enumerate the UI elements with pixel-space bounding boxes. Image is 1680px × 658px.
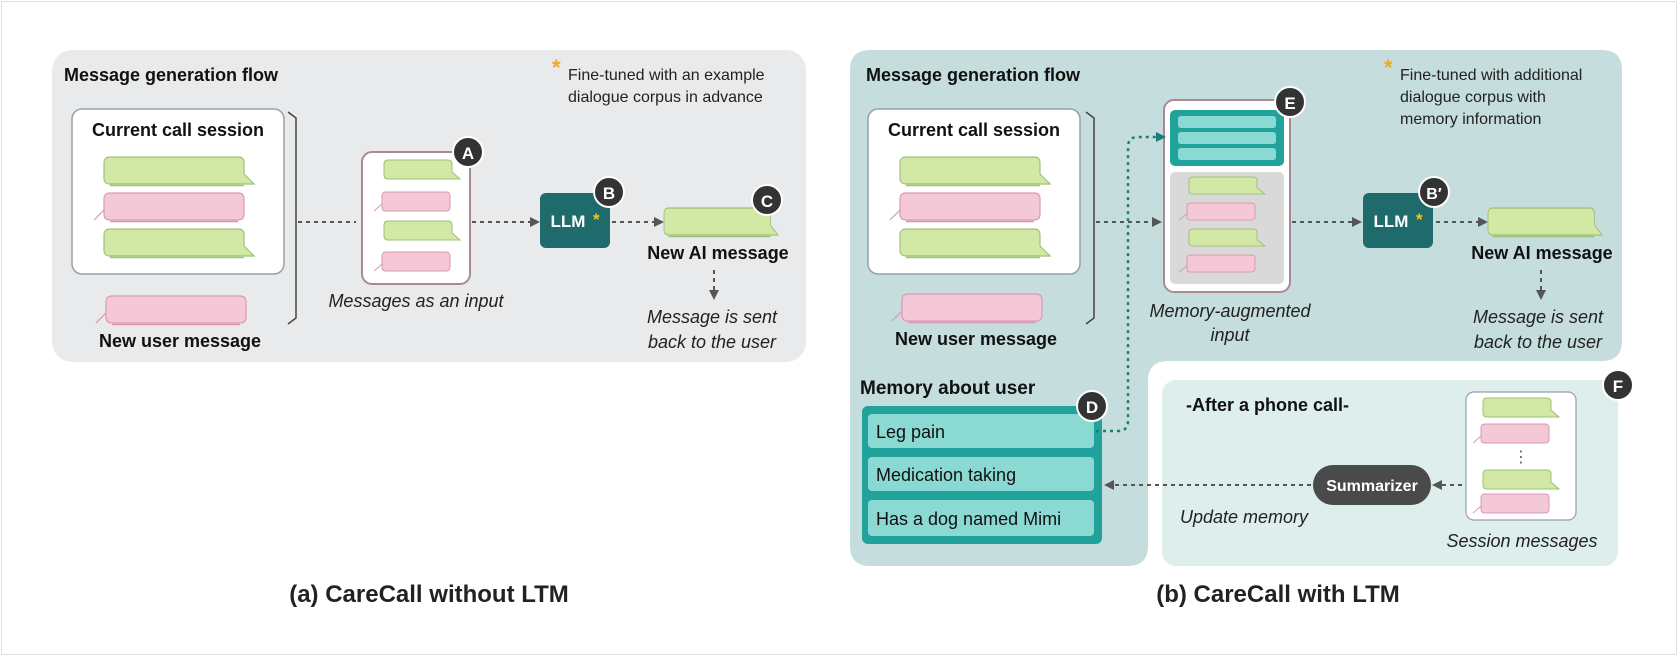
input-user-bubble [373,191,451,212]
session-ai-bubble [899,228,1051,259]
summarizer-label: Summarizer [1326,478,1418,495]
memory-item [868,414,1094,448]
llm-box-a [540,193,610,248]
badge-b-prime [1418,176,1450,208]
bracket-a [287,111,297,325]
summarizer-pill [1313,465,1431,505]
input-ai-bubble [383,159,461,180]
augmented-label-line2: input [1210,325,1250,345]
memory-item-label: Medication taking [876,465,1016,485]
input-user-bubble [373,251,451,272]
augmented-memory-row [1178,116,1276,128]
sent-line2-a: back to the user [648,332,777,352]
new-ai-message-label-a: New AI message [647,243,788,263]
augmented-user-bubble [1178,254,1256,273]
panel-a-note-line1: Fine-tuned with an example [568,67,765,84]
augmented-memory-row [1178,148,1276,160]
messages-input-label: Messages as an input [328,291,504,311]
input-ai-bubble [383,220,461,241]
new-user-message-label-a: New user message [99,331,261,351]
memory-item [868,500,1094,536]
badge-e-label: E [1284,94,1295,113]
panel-b-note-line2: dialogue corpus with [1400,89,1546,106]
memory-title: Memory about user [860,378,1036,399]
ellipsis-icon: ⋮ [1513,449,1529,466]
sent-line1-b: Message is sent [1473,307,1604,327]
session-user-bubble-small [1472,423,1550,444]
augmented-ai-bubble [1188,228,1266,247]
llm-star-b: * [1416,210,1423,229]
augmented-ai-bubble [1188,176,1266,195]
panel-a-note-line2: dialogue corpus in advance [568,89,763,106]
panel-b-note-line3: memory information [1400,111,1541,128]
augmented-user-bubble [1178,202,1256,221]
caption-b: (b) CareCall with LTM [1156,581,1400,608]
memory-item [868,457,1094,491]
caption-a: (a) CareCall without LTM [289,581,569,608]
new-ai-bubble-b [1487,207,1603,238]
memory-to-input-arrow [1096,132,1166,433]
update-memory-label: Update memory [1180,507,1309,527]
augmented-memory-row [1178,132,1276,144]
llm-label-b: LLM [1374,212,1409,231]
badge-e [1274,86,1306,118]
badge-b [593,176,625,208]
llm-label-a: LLM [551,212,586,231]
sent-line1-a: Message is sent [647,307,778,327]
augmented-label-line1: Memory-augmented [1149,301,1311,321]
session-user-bubble [93,192,245,223]
current-session-label-a: Current call session [92,120,264,140]
llm-star-a: * [593,210,600,229]
badge-b-prime-label: B′ [1426,186,1442,203]
llm-box-b [1363,193,1433,248]
memory-item-label: Leg pain [876,422,945,442]
session-user-bubble-small [1472,493,1550,514]
panel-a-note-star: * [552,55,561,80]
panel-a-flow-title: Message generation flow [64,65,279,85]
panel-b-note-line1: Fine-tuned with additional [1400,67,1582,84]
bracket-b [1085,111,1095,325]
badge-d-label: D [1086,398,1098,417]
memory-item-label: Has a dog named Mimi [876,509,1061,529]
session-ai-bubble-small [1482,469,1560,490]
new-ai-message-label-b: New AI message [1471,243,1612,263]
badge-a [452,136,484,168]
badge-b-label: B [603,184,615,203]
badge-d [1076,390,1108,422]
badge-c [751,184,783,216]
session-messages-label: Session messages [1446,531,1597,551]
new-user-bubble-b [891,293,1043,324]
new-user-bubble-a [95,295,247,326]
session-ai-bubble [103,228,255,259]
badge-a-label: A [462,144,474,163]
panel-b-note-star: * [1384,55,1393,80]
current-session-label-b: Current call session [888,120,1060,140]
session-user-bubble [889,192,1041,223]
new-user-message-label-b: New user message [895,329,1057,349]
panel-b-flow-title: Message generation flow [866,65,1081,85]
after-call-label: -After a phone call- [1186,395,1349,415]
sent-line2-b: back to the user [1474,332,1603,352]
badge-c-label: C [761,192,773,211]
badge-f-label: F [1613,377,1623,396]
badge-f [1602,369,1634,401]
session-ai-bubble-small [1482,397,1560,418]
session-ai-bubble [899,156,1051,187]
session-ai-bubble [103,156,255,187]
messages-input-card [361,151,471,285]
